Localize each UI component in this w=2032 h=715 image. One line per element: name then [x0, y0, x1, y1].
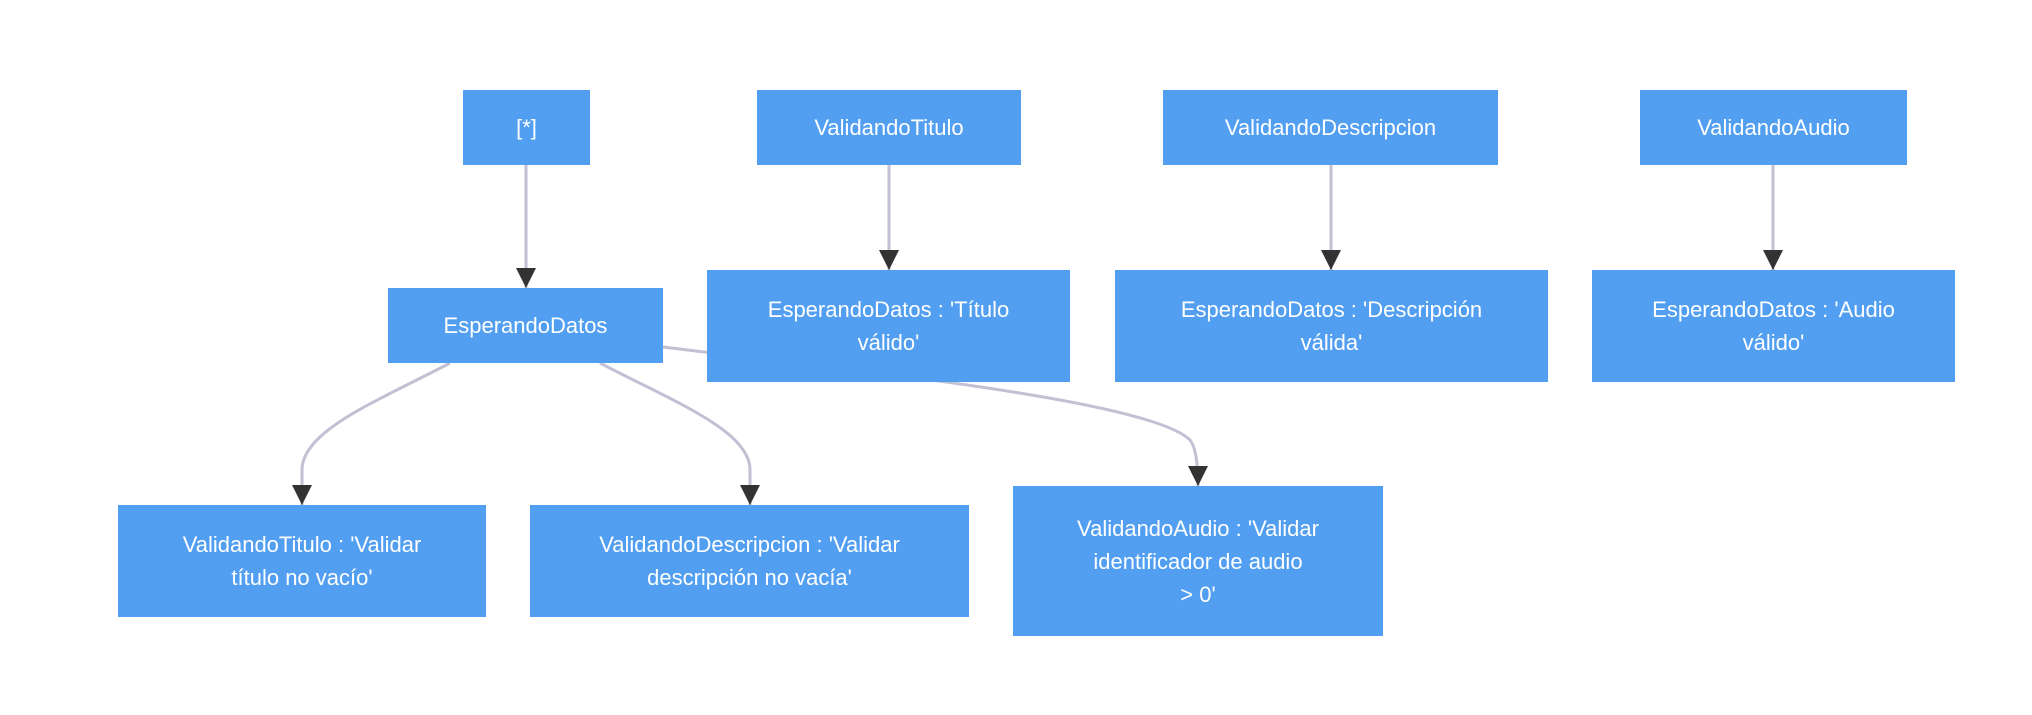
state-label: EsperandoDatos : 'Audio válido' [1652, 297, 1895, 355]
state-label: ValidandoDescripcion [1224, 115, 1437, 140]
state-start: [*] [463, 90, 590, 165]
state-validando-titulo: ValidandoTitulo [757, 90, 1021, 165]
state-label: ValidandoAudio : 'Validar identificador … [1077, 515, 1319, 607]
state-label: ValidandoTitulo [814, 115, 964, 140]
state-esperando-datos: EsperandoDatos [388, 288, 663, 363]
state-esperando-titulo-valido: EsperandoDatos : 'Título válido' [707, 270, 1070, 382]
edge-esperando-to-validar-descripcion [599, 361, 760, 505]
state-label: EsperandoDatos : 'Descripción válida' [1180, 297, 1483, 355]
state-label: ValidandoDescripcion : 'Validar descripc… [599, 532, 900, 590]
state-esperando-descripcion-valida: EsperandoDatos : 'Descripción válida' [1115, 270, 1548, 382]
state-label: EsperandoDatos [443, 313, 608, 338]
state-esperando-audio-valido: EsperandoDatos : 'Audio válido' [1592, 270, 1955, 382]
edge-esperando-to-validar-titulo [292, 361, 451, 505]
state-validar-titulo: ValidandoTitulo : 'Validar título no vac… [118, 505, 486, 617]
state-label: EsperandoDatos : 'Título válido' [767, 297, 1010, 355]
state-label: ValidandoTitulo : 'Validar título no vac… [182, 532, 422, 590]
state-validar-audio: ValidandoAudio : 'Validar identificador … [1013, 486, 1383, 636]
state-validando-audio: ValidandoAudio [1640, 90, 1907, 165]
state-validando-descripcion: ValidandoDescripcion [1163, 90, 1498, 165]
state-label: ValidandoAudio [1697, 115, 1850, 140]
state-label: [*] [516, 115, 537, 140]
state-validar-descripcion: ValidandoDescripcion : 'Validar descripc… [530, 505, 969, 617]
